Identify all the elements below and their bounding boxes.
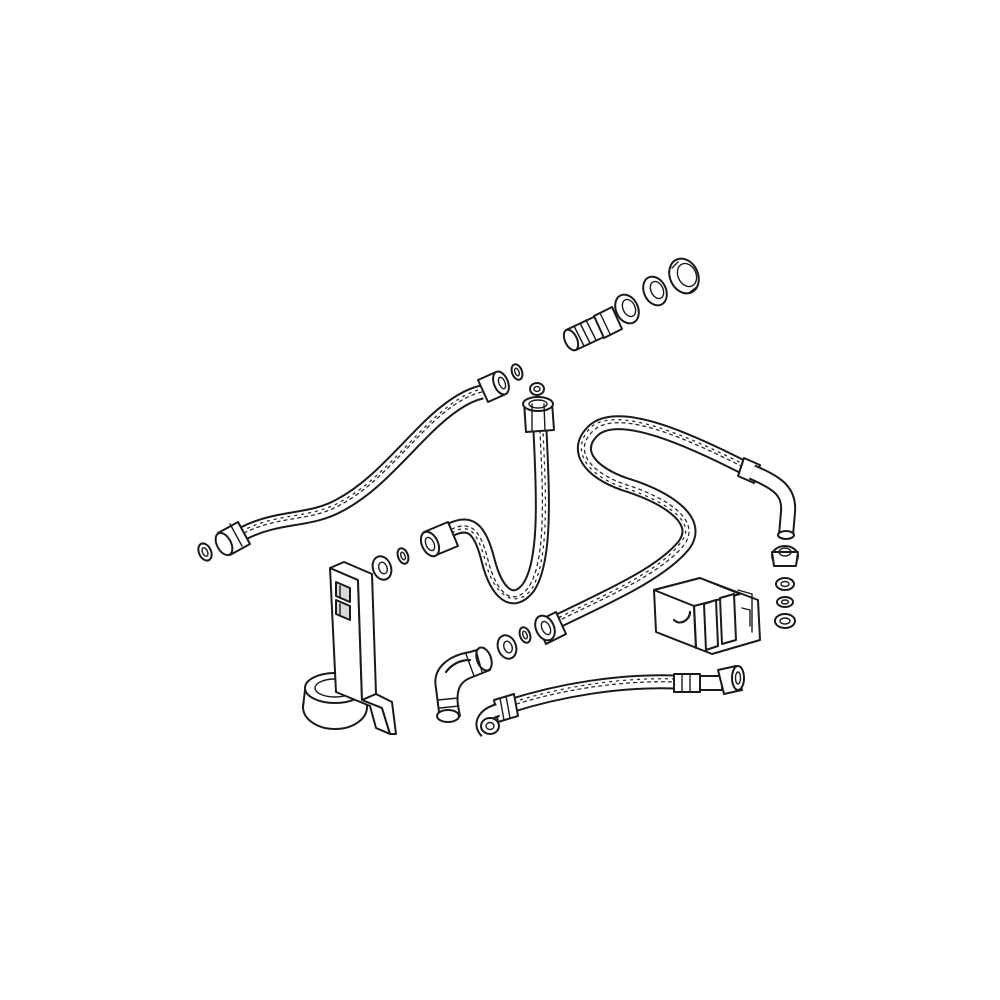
braided-hose-left <box>214 370 510 557</box>
ring-right-3 <box>774 613 796 629</box>
washer-left <box>197 542 213 562</box>
washer-mid-2 <box>396 547 410 565</box>
washer-top-1 <box>510 363 524 381</box>
compression-nut <box>668 257 700 295</box>
ring-right-2 <box>776 596 794 608</box>
braided-hose-long <box>534 415 797 645</box>
braided-hose-bottom <box>475 665 745 737</box>
washer-long-2 <box>496 634 518 660</box>
mounting-bracket-foot <box>302 561 397 735</box>
elbow-fitting <box>434 646 493 723</box>
washer-mid-1 <box>371 555 393 581</box>
compression-nut-right <box>771 545 799 567</box>
washer-long-1 <box>518 626 532 644</box>
ring-right-1 <box>775 577 795 591</box>
compression-ring-2 <box>642 275 668 307</box>
threaded-nipple <box>562 306 623 352</box>
compression-ring-1 <box>614 293 640 325</box>
braided-hose-middle <box>419 396 555 605</box>
clip-holder-block <box>653 577 761 655</box>
washer-top-2 <box>529 382 545 396</box>
